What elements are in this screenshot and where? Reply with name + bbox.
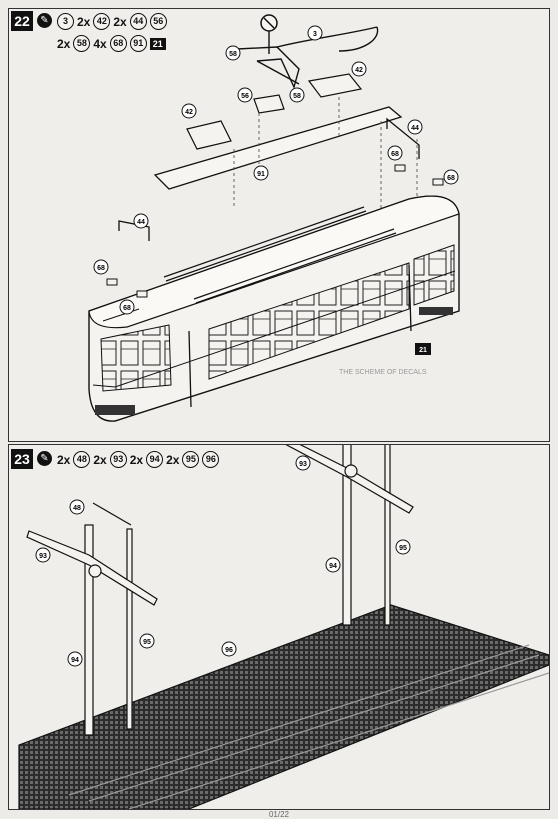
part-number-circle: 44 xyxy=(129,13,147,30)
svg-text:93: 93 xyxy=(299,461,307,468)
callout-95b: 95 xyxy=(395,539,411,555)
callout-95a: 95 xyxy=(139,633,155,649)
part-number-circle: 91 xyxy=(129,35,147,52)
callout-42a: 42 xyxy=(351,61,367,77)
svg-text:96: 96 xyxy=(225,647,233,654)
callout-91: 91 xyxy=(253,165,269,181)
svg-text:42: 42 xyxy=(355,67,363,74)
bleed-through-text: THE SCHEME OF DECALS xyxy=(339,369,427,376)
svg-text:94: 94 xyxy=(71,657,79,664)
svg-text:21: 21 xyxy=(419,347,427,354)
callout-93a: 93 xyxy=(35,547,51,563)
part-56-vent xyxy=(253,94,285,114)
part-quantity: 2x xyxy=(166,452,180,467)
part-number-circle: 48 xyxy=(73,451,91,468)
part-quantity: 2x xyxy=(57,36,71,51)
part-number-circle: 93 xyxy=(109,451,127,468)
svg-text:91: 91 xyxy=(257,171,265,178)
callout-44b: 44 xyxy=(407,119,423,135)
part-quantity: 2x xyxy=(129,452,144,467)
svg-text:56: 56 xyxy=(241,93,249,100)
step-ref-box: 21 xyxy=(149,37,166,50)
catenary-assembly-diagram: 48 93 95 94 96 48 93 95 94 xyxy=(18,445,549,809)
callout-58a: 58 xyxy=(225,45,241,61)
svg-text:68: 68 xyxy=(97,265,105,272)
svg-text:68: 68 xyxy=(391,151,399,158)
callout-44a: 44 xyxy=(133,213,149,229)
svg-text:48: 48 xyxy=(73,505,81,512)
part-44-left xyxy=(118,220,150,241)
svg-text:95: 95 xyxy=(399,545,407,552)
part-68-insulator xyxy=(106,278,118,286)
part-42-cover-left xyxy=(186,120,232,150)
svg-text:93: 93 xyxy=(39,553,47,560)
callout-42b: 42 xyxy=(181,103,197,119)
callout-48a: 48 xyxy=(69,499,85,515)
svg-text:44: 44 xyxy=(137,219,145,226)
callout-68a: 68 xyxy=(387,145,403,161)
callout-68c: 68 xyxy=(93,259,109,275)
svg-text:3: 3 xyxy=(313,31,317,38)
part-number-circle: 68 xyxy=(109,35,127,52)
glue-icon: ✎ xyxy=(37,451,52,466)
svg-text:68: 68 xyxy=(123,305,131,312)
part-quantity: 2x xyxy=(93,452,107,467)
part-number-circle: 56 xyxy=(149,13,167,30)
callout-3: 3 xyxy=(307,25,323,41)
callout-68b: 68 xyxy=(443,169,459,185)
part-91-roof-plate xyxy=(153,106,403,190)
rails xyxy=(68,644,549,809)
step-number: 22 xyxy=(11,11,33,31)
callout-68d: 68 xyxy=(119,299,135,315)
svg-text:58: 58 xyxy=(229,51,237,58)
tram-assembly-diagram: 3 58 58 42 56 42 44 68 68 91 44 68 68 21 xyxy=(88,14,460,422)
part-number-circle: 94 xyxy=(146,451,164,468)
svg-text:68: 68 xyxy=(447,175,455,182)
svg-text:42: 42 xyxy=(185,109,193,116)
part-quantity: 4x xyxy=(93,36,107,51)
svg-text:95: 95 xyxy=(143,639,151,646)
callout-94b: 94 xyxy=(325,557,341,573)
part-number-circle: 95 xyxy=(182,451,200,468)
part-quantity: 2x xyxy=(77,14,91,29)
callout-56: 56 xyxy=(237,87,253,103)
part-number-circle: 3 xyxy=(57,13,74,30)
callout-94a: 94 xyxy=(67,651,83,667)
svg-text:44: 44 xyxy=(411,125,419,132)
callout-96: 96 xyxy=(221,641,237,657)
page-number: 01/22 xyxy=(268,810,290,819)
part-number-circle: 96 xyxy=(202,451,220,468)
svg-text:94: 94 xyxy=(329,563,337,570)
part-number-circle: 58 xyxy=(73,35,91,52)
part-96-base xyxy=(18,604,549,809)
part-quantity: 2x xyxy=(113,14,127,29)
ref-box-21: 21 xyxy=(415,343,431,355)
part-quantity: 2x xyxy=(57,452,71,467)
step-number: 23 xyxy=(11,449,33,469)
tram-body xyxy=(88,195,460,422)
part-44-right xyxy=(386,117,420,159)
part-number-circle: 42 xyxy=(93,13,111,30)
pole-right xyxy=(285,445,414,626)
callout-58b: 58 xyxy=(289,87,305,103)
pantograph xyxy=(236,26,379,90)
glue-icon: ✎ xyxy=(37,13,52,28)
pole-left xyxy=(26,502,158,736)
part-42-cover-right xyxy=(307,73,363,98)
svg-text:58: 58 xyxy=(293,93,301,100)
callout-93b: 93 xyxy=(295,455,311,471)
